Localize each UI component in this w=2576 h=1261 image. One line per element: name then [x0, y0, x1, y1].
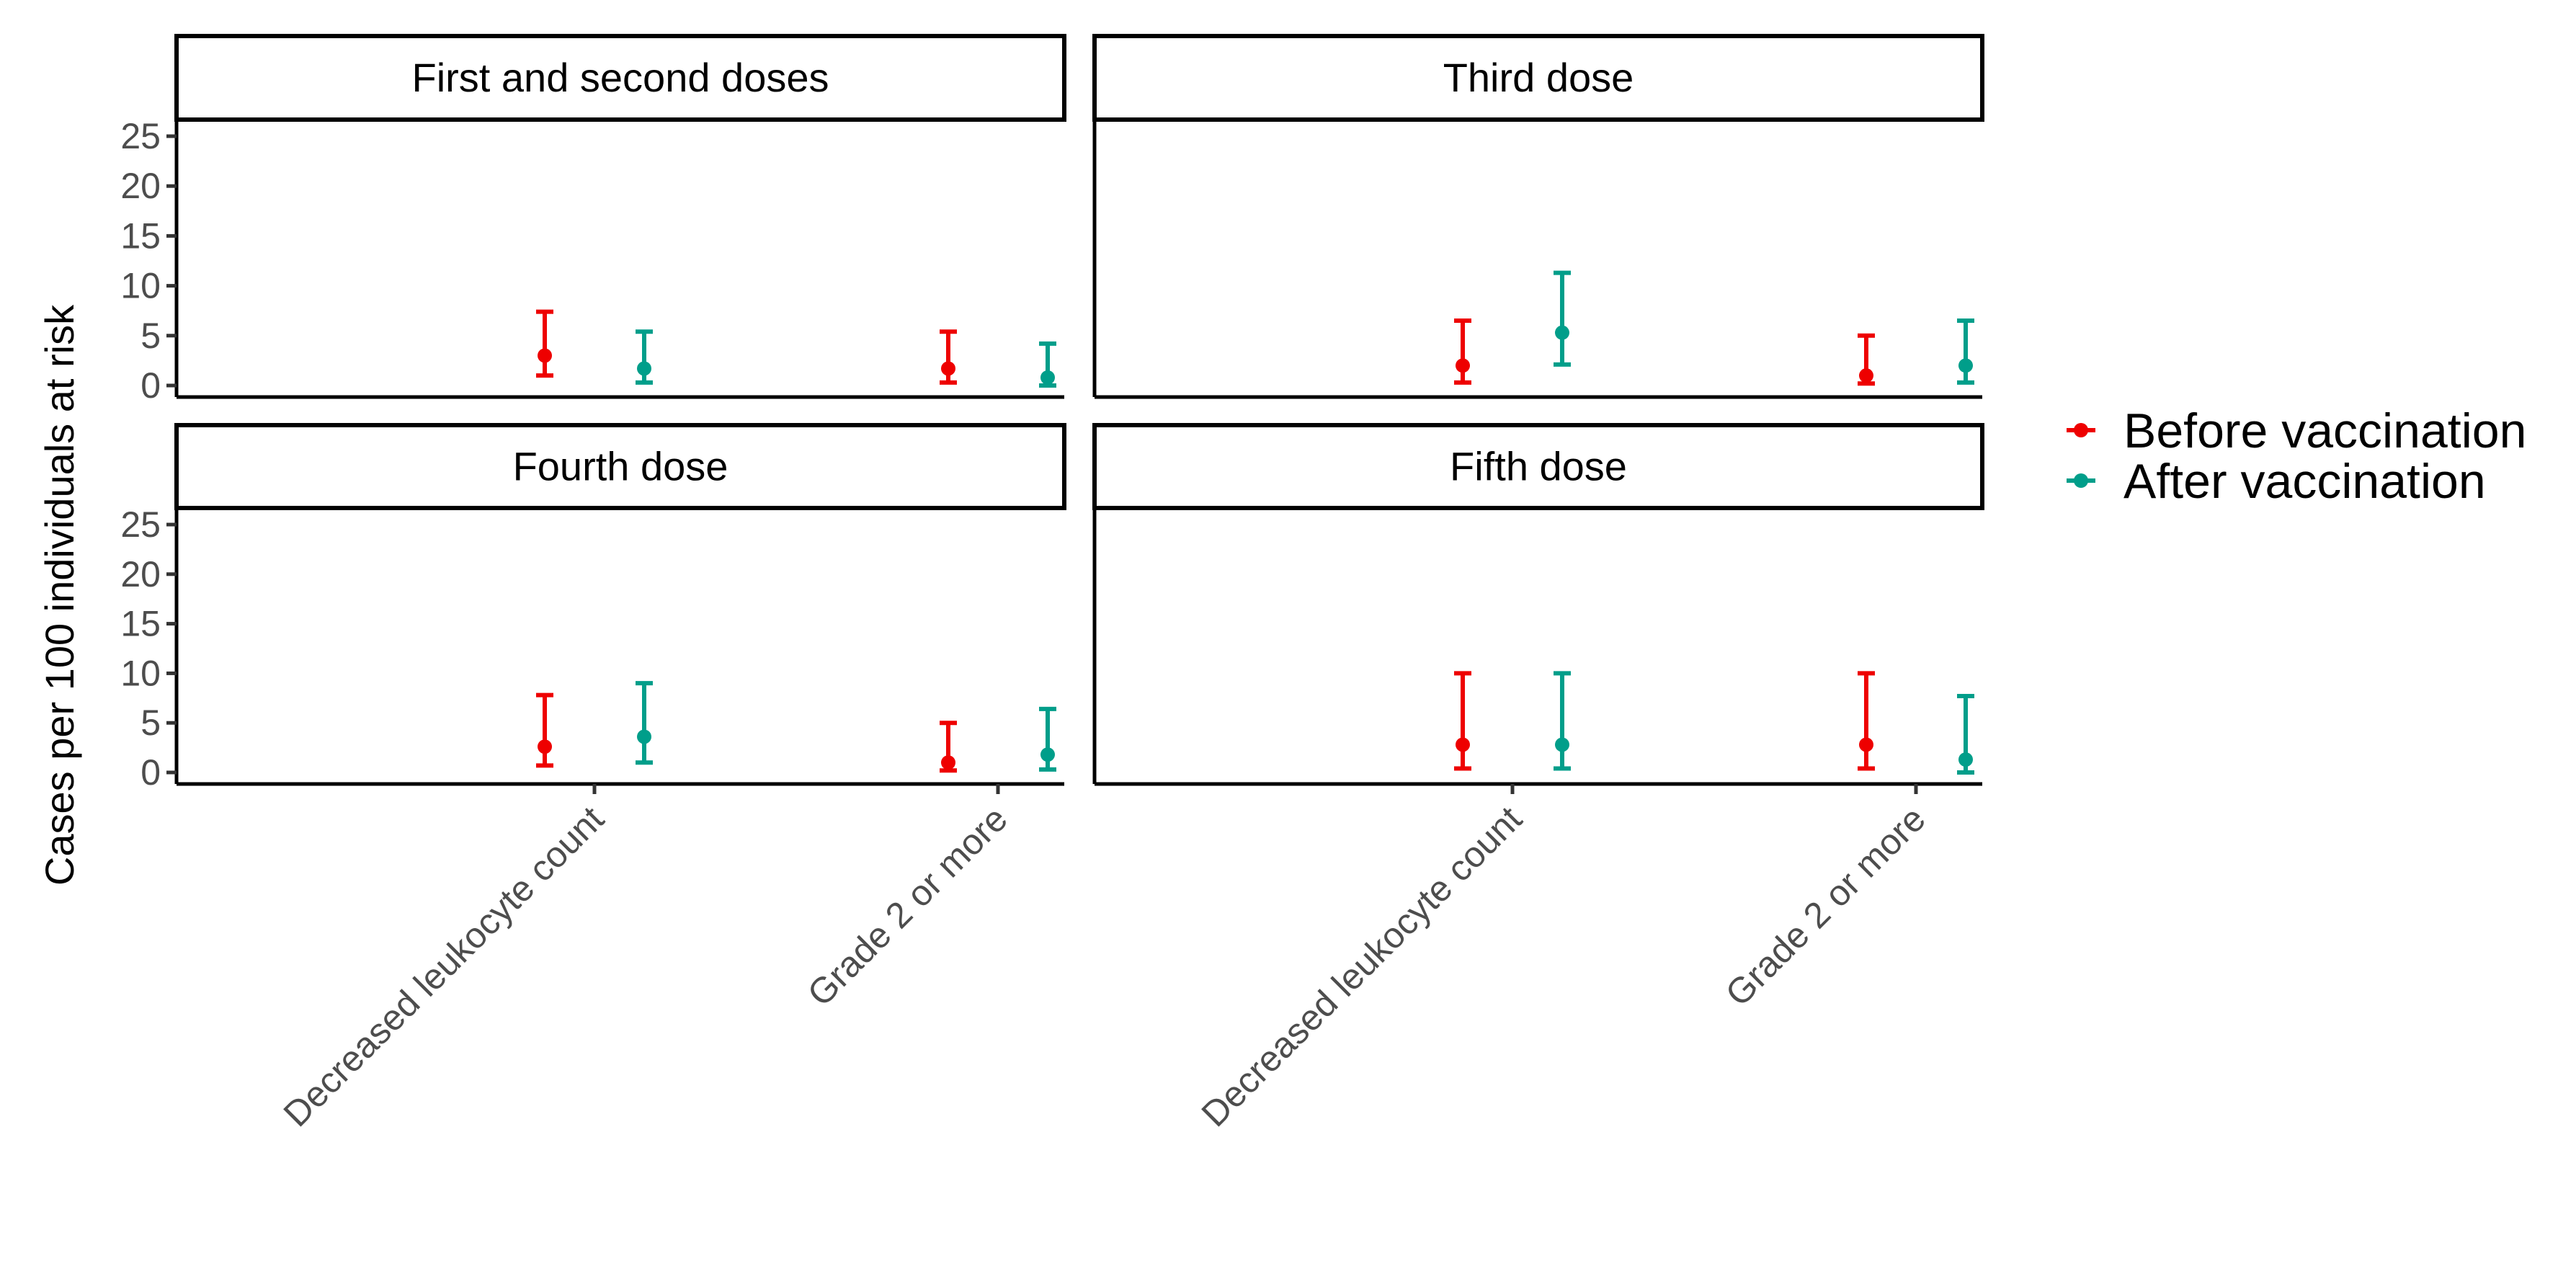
- y-tick-label: 10: [120, 266, 161, 306]
- estimate-point: [538, 348, 552, 363]
- errorbar: [536, 692, 553, 768]
- y-tick-label: 0: [141, 365, 161, 406]
- errorbar: [1957, 694, 1974, 775]
- legend-label: Before vaccination: [2123, 404, 2526, 458]
- errorbar: [1957, 318, 1974, 385]
- y-tick-label: 20: [120, 166, 161, 206]
- y-tick-label: 25: [120, 504, 161, 545]
- errorbar: [1858, 671, 1875, 771]
- panel-strip: [1092, 423, 1984, 510]
- panel-strip: [174, 423, 1066, 510]
- y-tick-label: 25: [120, 116, 161, 156]
- panel-strip: [1092, 34, 1984, 122]
- panel-2: Third dose: [1092, 34, 1984, 399]
- estimate-point: [1555, 737, 1569, 752]
- errorbar: [1039, 706, 1056, 772]
- legend-label: After vaccination: [2123, 454, 2486, 509]
- panel-strip-title: Third dose: [1443, 55, 1634, 100]
- estimate-point: [1958, 358, 1973, 373]
- estimate-point: [941, 361, 955, 376]
- y-tick-label: 0: [141, 752, 161, 793]
- errorbar: [1858, 333, 1875, 386]
- y-tick-label: 20: [120, 554, 161, 594]
- panel-strip-title: Fourth dose: [513, 444, 728, 489]
- y-tick-label: 10: [120, 653, 161, 693]
- y-axis-title: Cases per 100 individuals at risk: [37, 304, 82, 886]
- panel-1: First and second doses 0 5 10 15 20 25: [120, 34, 1066, 406]
- panel-4: Fifth dose: [1092, 423, 1984, 794]
- errorbar: [940, 721, 957, 773]
- estimate-point: [1859, 737, 1873, 752]
- y-tick-label: 15: [120, 604, 161, 644]
- estimate-point: [941, 755, 955, 770]
- errorbar: [636, 329, 653, 385]
- errorbar: [1039, 341, 1056, 388]
- errorbar: [536, 309, 553, 378]
- estimate-point: [1555, 325, 1569, 340]
- legend-item: After vaccination: [2067, 454, 2486, 509]
- y-tick-label: 5: [141, 703, 161, 743]
- estimate-point: [1040, 370, 1055, 385]
- estimate-point: [538, 739, 552, 754]
- panel-strip: [174, 34, 1066, 122]
- y-tick-label: 15: [120, 215, 161, 256]
- panel-3: Fourth dose 0 5 10 15 20 25: [120, 423, 1066, 794]
- errorbar: [940, 329, 957, 385]
- legend-item: Before vaccination: [2067, 404, 2526, 458]
- estimate-point: [1859, 368, 1873, 383]
- estimate-point: [637, 729, 651, 744]
- estimate-point: [1040, 747, 1055, 762]
- errorbar: [1454, 318, 1471, 385]
- errorbar: [636, 681, 653, 765]
- panel-strip-title: Fifth dose: [1450, 444, 1627, 489]
- estimate-point: [1958, 752, 1973, 767]
- estimate-point: [1456, 737, 1470, 752]
- estimate-point: [637, 361, 651, 376]
- legend-key-point: [2074, 473, 2088, 488]
- panel-strip-title: First and second doses: [412, 55, 829, 100]
- y-tick-label: 5: [141, 316, 161, 356]
- estimate-point: [1456, 358, 1470, 373]
- legend-key-point: [2074, 423, 2088, 437]
- errorbar: [1454, 671, 1471, 771]
- errorbar: [1554, 270, 1571, 367]
- errorbar: [1554, 671, 1571, 771]
- panels: First and second doses 0 5 10 15 20 25 Third do…: [120, 34, 1984, 794]
